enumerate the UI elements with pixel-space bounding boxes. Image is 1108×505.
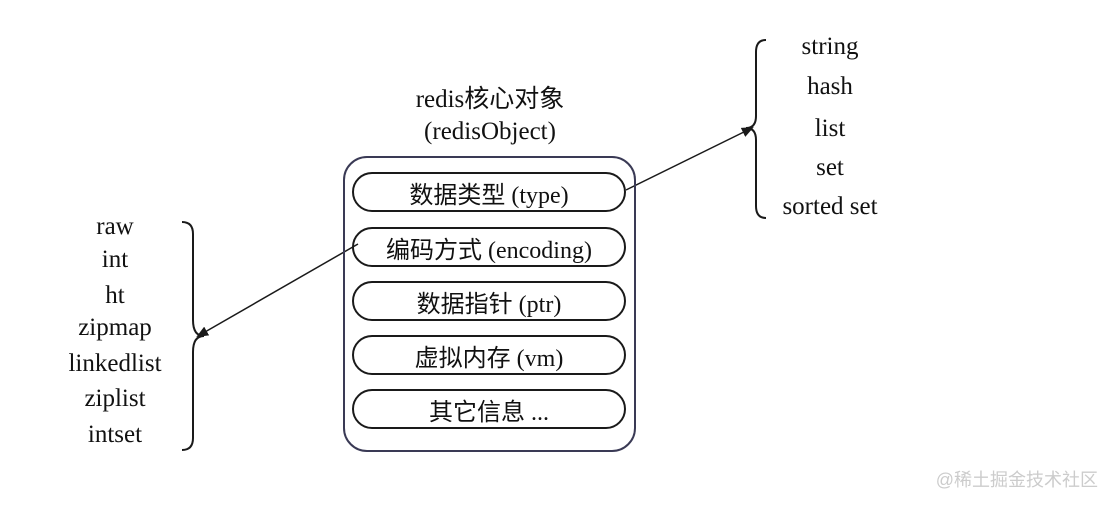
type-sorted-set: sorted set <box>782 193 878 220</box>
encoding-intset: intset <box>87 421 143 448</box>
type-set: set <box>816 154 844 181</box>
field-encoding: 编码方式 (encoding) <box>352 227 626 267</box>
type-list: list <box>814 115 846 142</box>
diagram-title: redis核心对象 <box>415 86 565 113</box>
left-brace <box>181 221 205 451</box>
type-arrow <box>625 127 754 191</box>
watermark: @稀土掘金技术社区 <box>935 470 1098 490</box>
encoding-ziplist: ziplist <box>84 385 146 412</box>
encoding-zipmap: zipmap <box>78 314 152 341</box>
field-other-info: 其它信息 ... <box>352 389 626 429</box>
field-type: 数据类型 (type) <box>352 172 626 212</box>
field-vm: 虚拟内存 (vm) <box>352 335 626 375</box>
type-string: string <box>801 33 859 60</box>
encoding-arrow <box>196 243 359 337</box>
encoding-int: int <box>101 246 129 273</box>
encoding-ht: ht <box>105 282 125 309</box>
field-ptr: 数据指针 (ptr) <box>352 281 626 321</box>
diagram-subtitle: (redisObject) <box>424 118 556 145</box>
type-hash: hash <box>807 73 853 100</box>
encoding-raw: raw <box>96 213 134 240</box>
redis-object-container <box>343 156 636 452</box>
encoding-linkedlist: linkedlist <box>68 350 162 377</box>
